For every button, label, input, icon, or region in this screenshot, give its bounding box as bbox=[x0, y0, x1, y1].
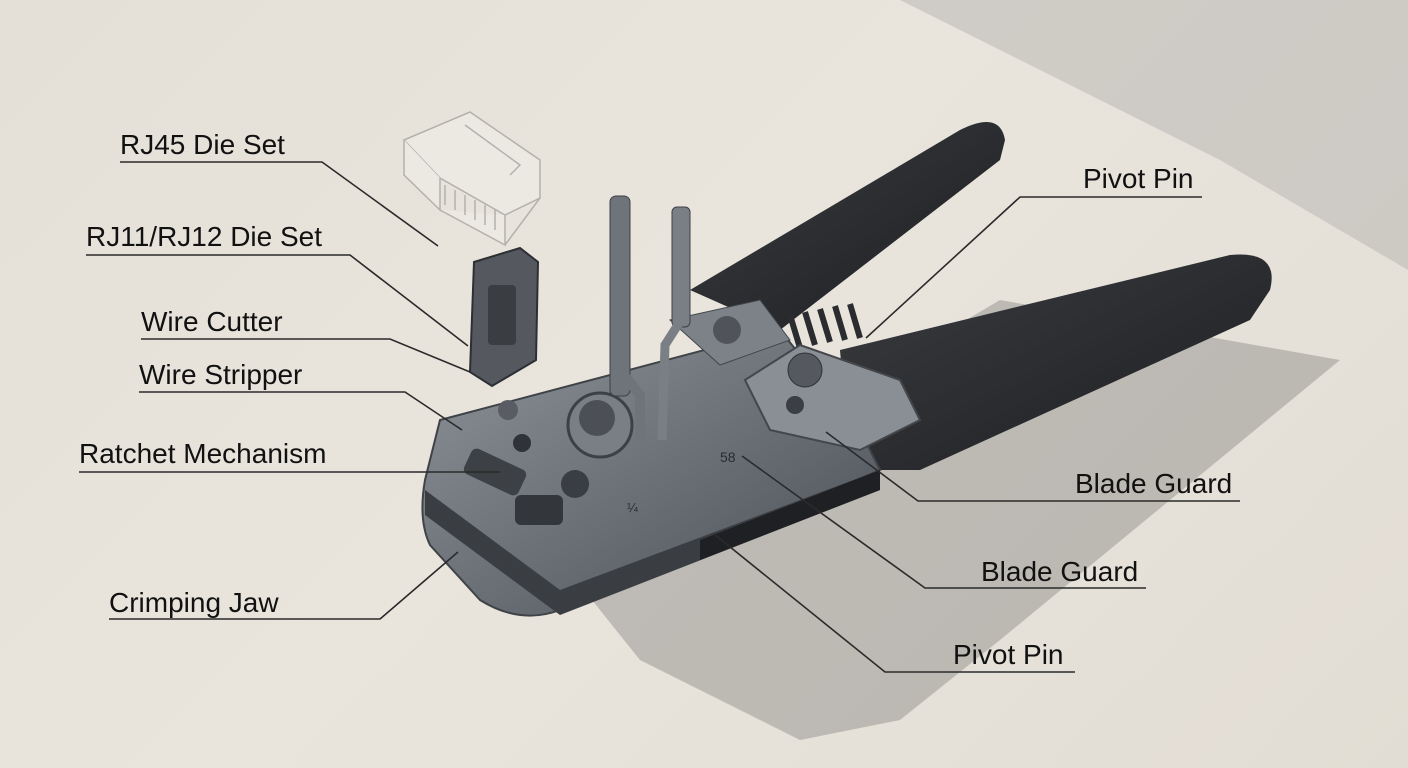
label-blade-guard-2: Blade Guard bbox=[981, 556, 1139, 587]
leader-line-rj11-rj12-die-set bbox=[86, 254, 469, 347]
label-pivot-pin-bottom: Pivot Pin bbox=[953, 639, 1064, 670]
label-crimping-jaw: Crimping Jaw bbox=[109, 587, 279, 618]
label-rj11-rj12-die-set: RJ11/RJ12 Die Set bbox=[86, 221, 323, 252]
leader-line-wire-stripper bbox=[139, 391, 463, 431]
pivot-pin-right bbox=[671, 206, 691, 328]
label-wire-stripper: Wire Stripper bbox=[139, 359, 303, 390]
leader-line-blade-guard-1 bbox=[825, 431, 1240, 502]
size-marking: 58 bbox=[720, 449, 736, 465]
window-shadow bbox=[900, 0, 1408, 270]
upper-handle bbox=[690, 122, 1005, 330]
leader-line-crimping-jaw bbox=[109, 551, 459, 620]
label-blade-guard-1: Blade Guard bbox=[1075, 468, 1233, 499]
label-pivot-pin-top: Pivot Pin bbox=[1083, 163, 1194, 194]
leader-lines bbox=[79, 161, 1240, 673]
rj45-connector-sketch bbox=[402, 111, 541, 247]
label-rj45-die-set: RJ45 Die Set bbox=[120, 129, 285, 160]
leader-line-wire-cutter bbox=[141, 338, 471, 373]
label-ratchet-mechanism: Ratchet Mechanism bbox=[79, 438, 327, 469]
tool-shadow bbox=[560, 300, 1340, 740]
lower-handle bbox=[840, 254, 1272, 470]
fraction-marking: ¼ bbox=[627, 500, 638, 515]
label-wire-cutter: Wire Cutter bbox=[141, 306, 283, 337]
leader-line-blade-guard-2 bbox=[741, 455, 1146, 589]
crimping-jaw-base bbox=[425, 470, 880, 615]
leader-line-rj45-die-set bbox=[120, 161, 439, 247]
leader-line-pivot-pin-top bbox=[865, 196, 1202, 339]
pivot-pin-left bbox=[609, 195, 631, 397]
leader-line-pivot-pin-bottom bbox=[713, 533, 1075, 673]
